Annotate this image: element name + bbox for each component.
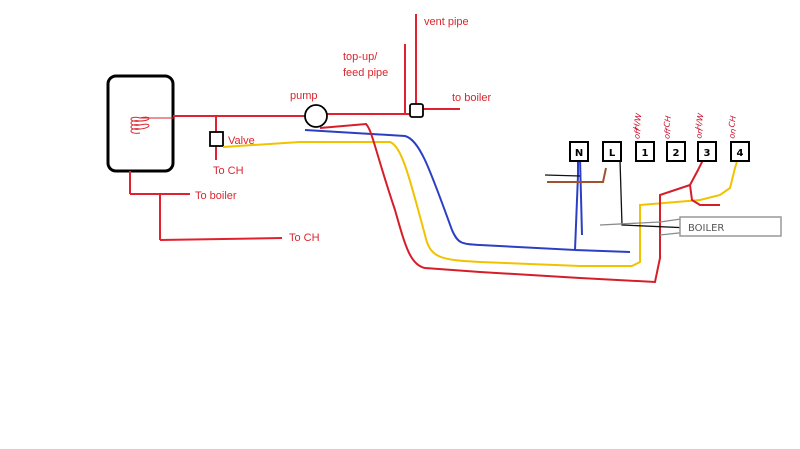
wire-red bbox=[319, 122, 720, 284]
terminal-box bbox=[666, 141, 686, 162]
terminal-note-line2: on bbox=[694, 128, 705, 139]
terminal-label: 3 bbox=[704, 148, 711, 159]
terminal-box bbox=[569, 141, 589, 162]
terminal-box bbox=[730, 141, 750, 162]
boiler-box-label: BOILER bbox=[688, 223, 724, 234]
wires bbox=[222, 122, 739, 284]
terminal-note-line1: CH bbox=[662, 115, 673, 128]
terminal-label: N bbox=[575, 148, 583, 159]
terminal-n: N bbox=[569, 141, 589, 162]
terminal-box bbox=[697, 141, 717, 162]
ch-pipe-across bbox=[159, 237, 283, 241]
terminal-label: 2 bbox=[673, 148, 680, 159]
terminal-label: 1 bbox=[642, 148, 649, 159]
valve-symbol bbox=[209, 131, 224, 147]
junction-box bbox=[409, 103, 424, 118]
vent-pipe-label: vent pipe bbox=[424, 16, 469, 28]
terminal-note-line2: on bbox=[727, 128, 738, 139]
to-ch-valve-label: To CH bbox=[213, 165, 244, 177]
terminal-1: 1 bbox=[635, 141, 655, 162]
to-boiler-left-label: To boiler bbox=[195, 190, 237, 202]
hot-water-cylinder bbox=[106, 74, 175, 173]
terminal-3: 3 bbox=[697, 141, 717, 162]
terminal-note-line2: off bbox=[632, 126, 643, 139]
terminal-2: 2 bbox=[666, 141, 686, 162]
terminal-label: 4 bbox=[737, 148, 744, 159]
boiler-unit: BOILER bbox=[679, 216, 782, 237]
wire-blue bbox=[304, 129, 631, 253]
cylinder-coil bbox=[130, 116, 150, 134]
pipework bbox=[129, 14, 460, 241]
terminal-note-line2: off bbox=[662, 126, 673, 139]
to-ch-bottom-label: To CH bbox=[289, 232, 320, 244]
valve-label: Valve bbox=[228, 135, 255, 147]
wire-yellow bbox=[222, 141, 739, 267]
terminal-note-line1: CH bbox=[727, 115, 738, 128]
terminal-strip: N L 1 2 3 4 bbox=[569, 141, 750, 162]
terminal-label: L bbox=[609, 148, 616, 159]
boiler-box bbox=[679, 216, 782, 237]
terminal-l: L bbox=[602, 141, 622, 162]
wire-black bbox=[544, 159, 691, 229]
topup-pipe-label-line2: feed pipe bbox=[343, 67, 388, 79]
pump-label: pump bbox=[290, 90, 318, 102]
topup-pipe-label-line1: top-up/ bbox=[343, 51, 378, 63]
terminal-4: 4 bbox=[730, 141, 750, 162]
pump-symbol bbox=[304, 104, 328, 128]
terminal-note-line1: H/W bbox=[632, 112, 644, 131]
terminal-note-line1: H/W bbox=[694, 112, 706, 131]
wire-brown bbox=[547, 167, 607, 183]
terminal-box bbox=[602, 141, 622, 162]
to-boiler-top-label: to boiler bbox=[452, 92, 491, 104]
cylinder-body bbox=[106, 74, 175, 173]
terminal-box bbox=[635, 141, 655, 162]
